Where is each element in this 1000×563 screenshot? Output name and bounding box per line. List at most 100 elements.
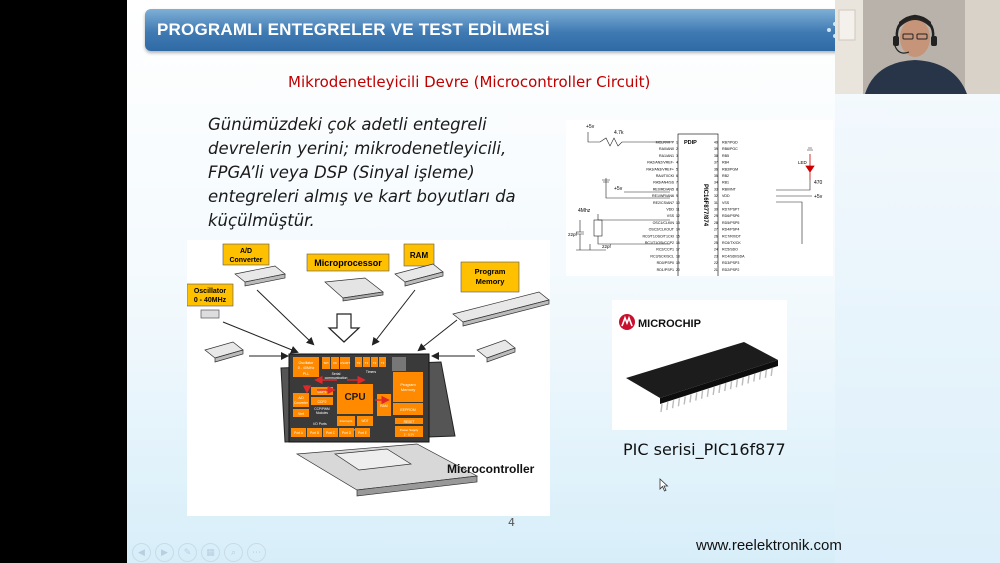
chip-pin	[660, 403, 663, 413]
right-pin-label: RB4	[722, 161, 729, 165]
chip-pin	[764, 369, 768, 378]
pin-number: 21	[714, 268, 718, 272]
chip-pin	[700, 390, 704, 399]
svg-text:Program: Program	[400, 382, 416, 387]
slide-subtitle: Mikrodenetleyicili Devre (Microcontrolle…	[288, 73, 651, 91]
slide-title: PROGRAMLI ENTEGRELER VE TEST EDİLMESİ	[157, 20, 550, 39]
svg-text:A/D: A/D	[240, 248, 252, 255]
pin-number: 4	[676, 161, 678, 165]
chip-pin	[666, 402, 669, 411]
pic-chip-photo: MICROCHIP	[612, 300, 787, 430]
microchip-brand: MICROCHIP	[638, 318, 701, 330]
oscillator-label: Oscillator 0 - 40MHz	[186, 283, 234, 307]
svg-text:Memory: Memory	[401, 387, 415, 392]
plus5v-label: +5v	[586, 124, 595, 130]
crystal-symbol	[593, 219, 603, 237]
chip-pin	[753, 373, 756, 382]
svg-text:Port B: Port B	[310, 431, 319, 435]
chip-pin	[729, 381, 733, 390]
chip-pin	[706, 388, 710, 397]
next-icon[interactable]: ▶	[155, 543, 174, 562]
pin-number: 12	[676, 214, 680, 218]
chip-pin	[718, 384, 721, 394]
pin-number: 18	[676, 254, 680, 258]
chip-pin	[695, 392, 698, 401]
svg-text:PLL: PLL	[303, 372, 309, 376]
svg-text:SPI: SPI	[324, 361, 329, 365]
svg-text:EEPROM: EEPROM	[400, 408, 416, 412]
pin-number: 26	[714, 234, 718, 238]
microcontroller-package-graphic	[295, 443, 479, 497]
body-line: Günümüzdeki çok adetli entegreli	[208, 115, 487, 134]
svg-text:T3: T3	[381, 361, 385, 365]
right-pin-label: RC4/SDI/SDA	[722, 254, 745, 258]
right-pin-label: RD3/PSP3	[722, 261, 739, 265]
pin-number: 40	[714, 141, 718, 145]
body-line: FPGA’li veya DSP (Sinyal işleme)	[208, 163, 475, 182]
pin-number: 19	[676, 261, 680, 265]
svg-text:T2: T2	[373, 361, 377, 365]
pin-number: 25	[714, 241, 718, 245]
pin-number: 35	[714, 174, 718, 178]
pin-number: 15	[676, 234, 680, 238]
right-pin-label: RD5/PSP5	[722, 221, 739, 225]
oscillator-crystal-graphic	[200, 309, 220, 319]
ram-label: RAM	[403, 243, 435, 267]
right-pin-label: RB2	[722, 174, 729, 178]
plus5v-right-label: +5v	[814, 194, 823, 200]
left-chip-graphic	[204, 341, 244, 363]
pic-ic-body	[677, 133, 719, 278]
pen-icon[interactable]: ✎	[178, 543, 197, 562]
pin-number: 29	[714, 214, 718, 218]
right-pin-label: RD2/PSP2	[722, 268, 739, 272]
right-pin-label: RD6/PSP6	[722, 214, 739, 218]
body-line: entegreleri almış ve kart boyutları da	[208, 187, 516, 206]
left-pin-label: RD1/PSP1	[657, 268, 674, 272]
chip-pin	[770, 367, 773, 376]
svg-text:T0: T0	[357, 361, 361, 365]
pin-number: 7	[676, 181, 678, 185]
gallery-icon[interactable]: ▦	[201, 543, 220, 562]
body-line: devrelerin yerini; mikrodenetleyicili,	[208, 139, 507, 158]
webcam-video	[835, 0, 1000, 94]
svg-text:0 - 40MHz: 0 - 40MHz	[194, 297, 227, 304]
pin-number: 33	[714, 187, 718, 191]
chip-pin	[712, 386, 715, 395]
svg-text:Modules: Modules	[316, 411, 328, 415]
zoom-icon[interactable]: ⌕	[224, 543, 243, 562]
ad-converter-label: A/D Converter	[222, 243, 270, 266]
more-icon[interactable]: ⋯	[247, 543, 266, 562]
previous-icon[interactable]: ◀	[132, 543, 151, 562]
pin-number: 24	[714, 248, 718, 252]
svg-text:Port A: Port A	[294, 431, 304, 435]
svg-text:CCP2: CCP2	[317, 400, 326, 404]
svg-text:WDT: WDT	[361, 419, 368, 423]
svg-text:Microprocessor: Microprocessor	[314, 258, 382, 268]
pin-number: 10	[676, 201, 680, 205]
website-url: www.reelektronik.com	[696, 537, 842, 554]
left-pin-label: RE2/CS/AN7	[653, 201, 674, 205]
left-pin-label: RA0/AN0	[659, 147, 674, 151]
program-memory-chip-graphic	[452, 291, 550, 327]
pin-number: 14	[676, 228, 680, 232]
svg-text:Serial: Serial	[332, 372, 341, 376]
pin-number: 30	[714, 208, 718, 212]
pin-number: 22	[714, 261, 718, 265]
chip-caption: PIC serisi_PIC16f877	[623, 440, 786, 459]
pin-number: 36	[714, 167, 718, 171]
left-pin-label: RC0/T1OSO/T1CKI	[642, 234, 674, 238]
left-pin-label: MCLR/VPP	[656, 141, 675, 145]
left-pin-label: RE0/RD/AN5	[653, 187, 674, 191]
slide-body-text: Günümüzdeki çok adetli entegreli devrele…	[208, 113, 548, 233]
svg-text:Converter: Converter	[294, 401, 309, 405]
program-memory-label: Program Memory	[460, 261, 520, 293]
chip-pin	[758, 371, 762, 380]
right-pin-label: RC7/RX/DT	[722, 234, 742, 238]
left-pin-label: RA4/T0CKI	[656, 174, 674, 178]
pin-number: 6	[676, 174, 678, 178]
svg-text:Port D: Port D	[342, 431, 352, 435]
chip-pin	[735, 379, 739, 388]
pin-number: 2	[676, 147, 678, 151]
left-pin-label: RC1/T1OSI/CCP2	[645, 241, 674, 245]
